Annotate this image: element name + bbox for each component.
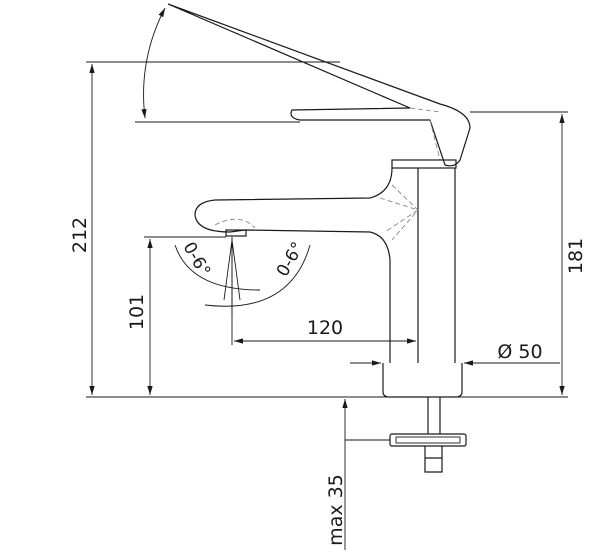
- dim-max-deck-label: max 35: [325, 474, 347, 546]
- faucet-outline: [167, 3, 471, 473]
- dimension-lines: [86, 7, 568, 550]
- spout-angle-left-label: 0-6°: [179, 239, 214, 280]
- spout-angle-right-label: 0-6°: [273, 239, 308, 280]
- dim-base-diameter-label: Ø 50: [497, 341, 542, 363]
- dim-handle-height-label: 181: [565, 238, 587, 274]
- dim-outlet-height-label: 101: [126, 294, 148, 330]
- dim-projection-label: 120: [307, 317, 343, 339]
- dim-total-height-label: 212: [69, 217, 91, 253]
